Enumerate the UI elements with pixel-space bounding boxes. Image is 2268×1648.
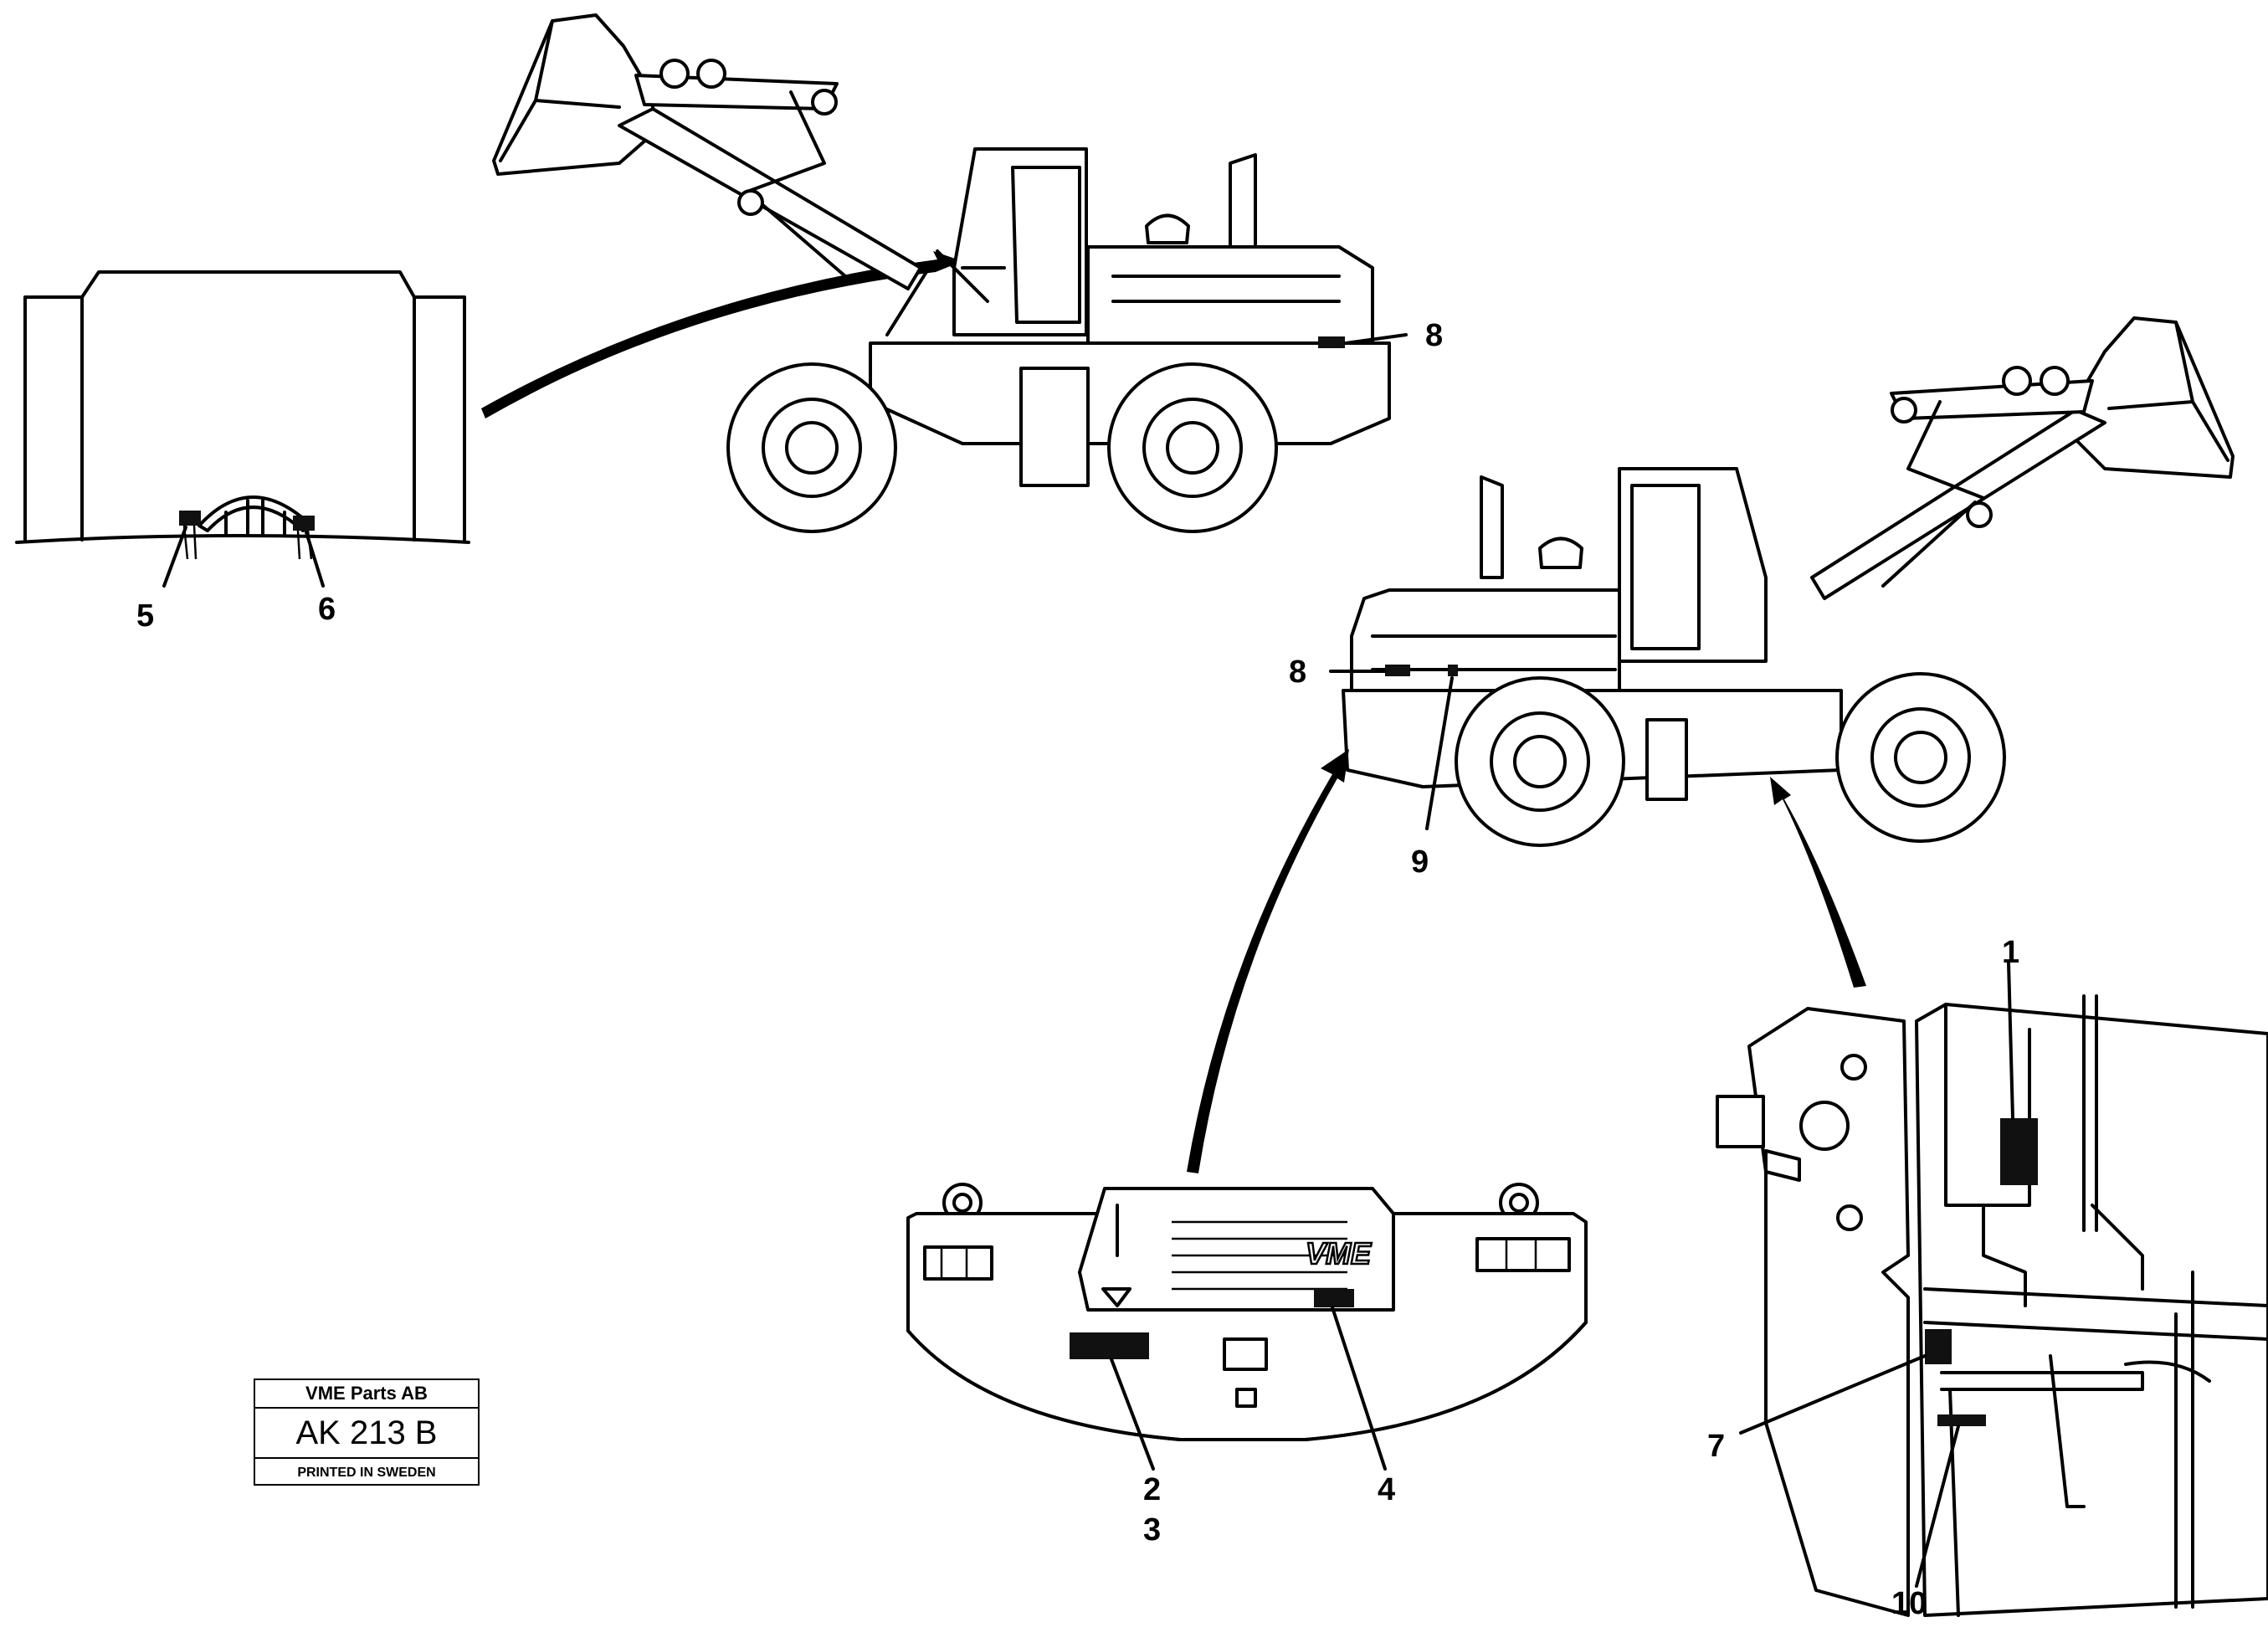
decal-7-marker	[1925, 1329, 1952, 1364]
pointer-arrow-front	[1187, 749, 1349, 1173]
decal-2-3-marker	[1070, 1332, 1149, 1359]
decal-8-marker-mid	[1385, 665, 1410, 676]
decal-10-marker	[1937, 1414, 1986, 1426]
pointer-arrow-side	[1770, 777, 1866, 988]
decal-9-marker	[1448, 665, 1458, 676]
decal-4-marker	[1314, 1289, 1354, 1307]
callout-2: 2	[1143, 1472, 1161, 1507]
callout-6: 6	[318, 592, 336, 627]
drawing-number: AK 213 B	[255, 1409, 478, 1459]
callout-7: 7	[1707, 1429, 1725, 1464]
callout-8-mid: 8	[1289, 655, 1306, 690]
title-block: VME Parts AB AK 213 B PRINTED IN SWEDEN	[254, 1378, 480, 1486]
decal-6-marker	[293, 516, 315, 531]
callout-1: 1	[2002, 935, 2019, 970]
callout-5: 5	[136, 598, 154, 634]
decal-5-marker	[179, 511, 201, 526]
callout-3: 3	[1143, 1512, 1161, 1548]
company-name: VME Parts AB	[255, 1380, 478, 1409]
decal-8-marker-top	[1318, 336, 1345, 348]
callout-9: 9	[1411, 845, 1429, 880]
rear-detail-view: 5 6	[15, 270, 470, 634]
wheel-loader-right-view: 8 9	[1289, 316, 2235, 880]
printed-in: PRINTED IN SWEDEN	[297, 1466, 436, 1480]
callout-10: 10	[1891, 1586, 1927, 1621]
callout-4: 4	[1378, 1472, 1395, 1507]
vme-logo: VME	[1306, 1236, 1372, 1271]
frame-detail-view: 1 7 10	[1707, 935, 2268, 1621]
callout-8-top: 8	[1425, 318, 1443, 353]
decal-1-marker	[2000, 1118, 2038, 1185]
wheel-loader-left-view: 8	[492, 13, 1443, 533]
counterweight-detail-view: VME 2 3 4	[906, 1183, 1588, 1548]
